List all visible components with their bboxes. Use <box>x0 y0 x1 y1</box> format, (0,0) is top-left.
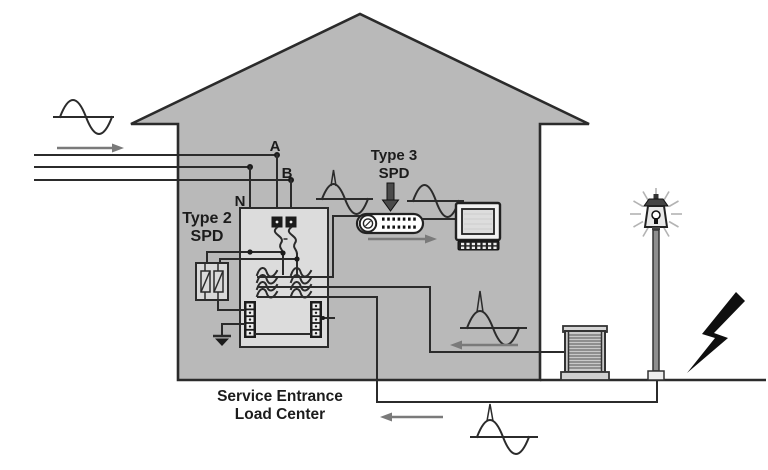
power-strip-icon <box>355 212 425 235</box>
mov-varistor-icon <box>213 264 224 299</box>
mov-varistor-icon <box>200 264 211 299</box>
type3-branch-wire <box>332 215 362 278</box>
bulb-icon <box>651 210 661 220</box>
lamp-base <box>647 370 665 381</box>
phase-b-label: B <box>282 165 293 182</box>
caption-line2: Load Center <box>235 406 325 423</box>
keyboard-icon <box>457 240 500 251</box>
ac-branch <box>429 286 610 381</box>
strip-outlets <box>382 217 416 229</box>
lightning-bolt-icon <box>687 292 745 373</box>
lamp-branch <box>376 296 658 455</box>
down-arrow-icon <box>381 182 400 212</box>
main-breaker-a-icon <box>271 216 285 256</box>
type2-label-line1: Type 2 <box>182 210 232 227</box>
sine-after-type3-icon <box>407 184 464 218</box>
ground-symbol-icon <box>213 334 231 346</box>
type2-label-line2: SPD <box>191 228 224 245</box>
lamp-pole <box>652 229 660 372</box>
type3-spd: Type 3 SPD <box>316 147 502 278</box>
grounding-wire <box>221 323 245 336</box>
strip-flow-arrow-icon <box>368 234 437 244</box>
computer-monitor-icon <box>454 201 502 242</box>
surge-sine-ac-icon <box>460 290 527 346</box>
neutral-bus-bar-icon <box>244 301 256 338</box>
caption-line1: Service Entrance <box>217 388 343 405</box>
surge-sine-underground-icon <box>470 403 538 455</box>
lamp-post-icon <box>630 188 682 381</box>
spd-ground-lead <box>217 299 245 311</box>
ac-branch-wire <box>429 286 567 353</box>
branch-breaker-coils-icon <box>255 267 313 299</box>
incoming-surge-arrow-icon <box>57 143 124 153</box>
type3-label-line2: SPD <box>379 165 410 182</box>
surge-arrow-ac-icon <box>450 340 518 350</box>
incoming-sine-wave-icon <box>53 99 114 135</box>
caption: Service Entrance Load Center <box>217 388 343 423</box>
underground-wire <box>376 296 658 403</box>
neutral-label: N <box>235 193 246 210</box>
ground-bus-bar-icon <box>310 301 322 338</box>
ac-unit-icon <box>560 325 610 381</box>
surge-arrow-underground-icon <box>380 412 443 422</box>
phase-a-label: A <box>270 138 281 155</box>
type2-spd: Type 2 SPD <box>182 210 300 311</box>
main-breaker-b-icon <box>285 216 299 256</box>
surge-sine-before-type3-icon <box>316 169 373 215</box>
type3-label-line1: Type 3 <box>371 147 417 164</box>
load-center-panel <box>213 207 431 348</box>
